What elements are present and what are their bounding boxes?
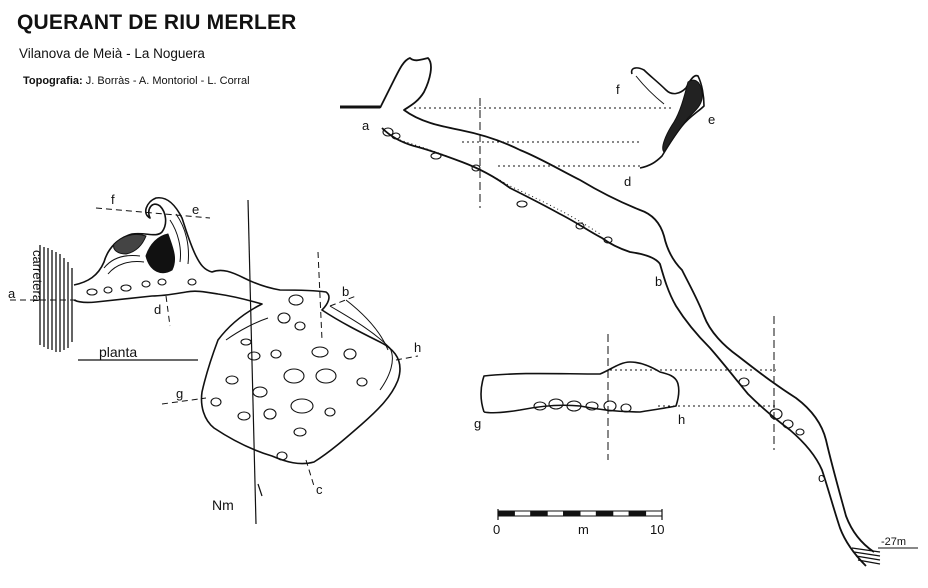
cross-section-ef-labels: f e d bbox=[616, 82, 715, 189]
scale-bar-segment bbox=[612, 510, 630, 517]
north-label: Nm bbox=[212, 497, 234, 513]
elevation-section-lines bbox=[414, 107, 776, 407]
cross-section-gh-rocks bbox=[533, 398, 632, 413]
plan-pit-shading bbox=[113, 233, 147, 255]
scale-bar: 0 m 10 bbox=[493, 509, 664, 537]
elevation-vertical-lines bbox=[479, 98, 775, 460]
survey-credits: Topografia: J. Borràs - A. Montoriol - L… bbox=[23, 75, 250, 87]
plan-labels: planta a f e d b h g c Nm bbox=[8, 192, 421, 513]
plan-passage-outline bbox=[73, 196, 401, 465]
plan-section-lines bbox=[10, 207, 419, 487]
scale-bar-segment bbox=[546, 510, 565, 517]
elevation-bottom-hatch bbox=[851, 547, 881, 565]
scale-bar-segments bbox=[497, 509, 663, 520]
plan-mark-g: g bbox=[176, 386, 183, 401]
scale-bar-segment bbox=[645, 510, 663, 517]
scale-bar-segment bbox=[595, 510, 614, 517]
scale-bar-segment bbox=[530, 510, 548, 517]
scale-unit-label: m bbox=[578, 522, 589, 537]
scale-bar-segment bbox=[563, 510, 581, 517]
scale-start-label: 0 bbox=[493, 522, 500, 537]
section-mark-g: g bbox=[474, 416, 481, 431]
elevation-floor bbox=[381, 127, 867, 567]
north-arrow bbox=[247, 199, 257, 525]
scale-bar-segment bbox=[497, 510, 515, 517]
plan-mark-e: e bbox=[192, 202, 199, 217]
chamber-contour bbox=[225, 317, 269, 341]
plan-rocks bbox=[86, 278, 368, 461]
entrance-contour bbox=[107, 261, 145, 275]
depth-label: -27m bbox=[881, 536, 906, 548]
cross-section-ef-inner bbox=[635, 75, 665, 105]
credits-authors: J. Borràs - A. Montoriol - L. Corral bbox=[85, 75, 250, 87]
plan-mark-f: f bbox=[111, 192, 115, 207]
entrance-contour bbox=[103, 255, 141, 269]
plan-mark-b: b bbox=[342, 284, 349, 299]
cross-section-gh-labels: g h bbox=[474, 412, 685, 431]
location-subtitle: Vilanova de Meià - La Noguera bbox=[19, 46, 205, 61]
plan-mark-d: d bbox=[154, 302, 161, 317]
entrance-contour bbox=[169, 219, 181, 263]
scale-bar-segment bbox=[628, 510, 647, 517]
scale-bar-segment bbox=[513, 510, 532, 517]
cross-section-gh-outline bbox=[480, 361, 680, 414]
elevation-mark-c: c bbox=[818, 470, 825, 485]
section-mark-h: h bbox=[678, 412, 685, 427]
road-label: carretera bbox=[30, 250, 45, 303]
entrance-contour bbox=[175, 213, 189, 265]
elevation-mark-b: b bbox=[655, 274, 662, 289]
elevation-view bbox=[340, 57, 918, 567]
north-arrow-tick bbox=[257, 483, 263, 497]
plan-mark-c: c bbox=[316, 482, 323, 497]
plan-label: planta bbox=[99, 344, 137, 360]
elevation-roof bbox=[379, 57, 875, 553]
header: QUERANT DE RIU MERLER Vilanova de Meià -… bbox=[0, 0, 420, 100]
elevation-mark-a: a bbox=[362, 118, 370, 133]
plan-mark-h: h bbox=[414, 340, 421, 355]
chamber-contour bbox=[329, 305, 393, 391]
page-title: QUERANT DE RIU MERLER bbox=[17, 11, 297, 34]
section-mark-e: e bbox=[708, 112, 715, 127]
credits-label: Topografia: bbox=[23, 75, 83, 87]
plan-view: carretera bbox=[10, 196, 419, 525]
scale-end-label: 10 bbox=[650, 522, 664, 537]
chamber-contour bbox=[345, 299, 389, 351]
section-mark-d: d bbox=[624, 174, 631, 189]
plan-pit-shading bbox=[145, 233, 175, 274]
scale-bar-segment bbox=[579, 510, 597, 517]
cross-section-ef-shading bbox=[662, 79, 703, 153]
elevation-labels: a b c -27m bbox=[362, 118, 906, 548]
elevation-rocks bbox=[382, 127, 805, 436]
plan-mark-a: a bbox=[8, 286, 16, 301]
section-mark-f: f bbox=[616, 82, 620, 97]
cross-section-ef bbox=[630, 67, 705, 169]
cross-section-gh bbox=[480, 361, 680, 414]
